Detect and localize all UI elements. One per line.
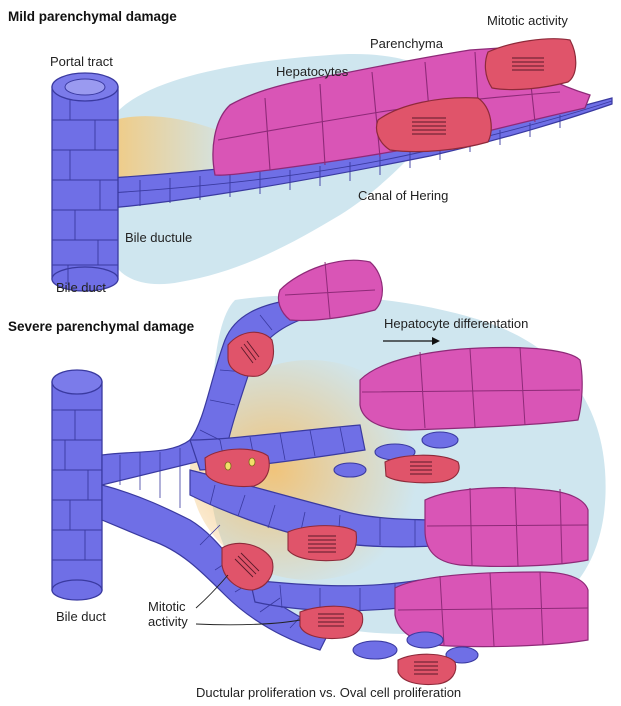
- parenchyma-label: Parenchyma: [370, 37, 443, 52]
- mitotic-cell: [485, 39, 575, 90]
- bile-duct-label: Bile duct: [56, 610, 106, 625]
- mitotic-cell-binucleate: [205, 449, 269, 486]
- mitotic-cell: [228, 332, 273, 376]
- portal-tract-cylinder: [52, 370, 102, 600]
- severe-panel-title: Severe parenchymal damage: [8, 319, 194, 334]
- mitotic-cell: [398, 654, 456, 684]
- hepatocyte-differentiation-label: Hepatocyte differentation: [384, 317, 528, 332]
- bile-ductule-label: Bile ductule: [125, 231, 192, 246]
- figure-caption: Ductular proliferation vs. Oval cell pro…: [196, 686, 461, 701]
- bile-duct-label: Bile duct: [56, 281, 106, 296]
- canal-of-hering-label: Canal of Hering: [358, 189, 448, 204]
- mitotic-activity-label: Mitotic activity: [148, 600, 188, 630]
- portal-tract-cylinder: [52, 73, 118, 291]
- mitotic-cell: [288, 526, 356, 561]
- mitotic-cell: [300, 606, 363, 638]
- hepatocytes-label: Hepatocytes: [276, 65, 348, 80]
- mild-panel-title: Mild parenchymal damage: [8, 9, 177, 24]
- mitotic-activity-label: Mitotic activity: [487, 14, 568, 29]
- portal-tract-label: Portal tract: [50, 55, 113, 70]
- mitotic-cell: [385, 455, 459, 483]
